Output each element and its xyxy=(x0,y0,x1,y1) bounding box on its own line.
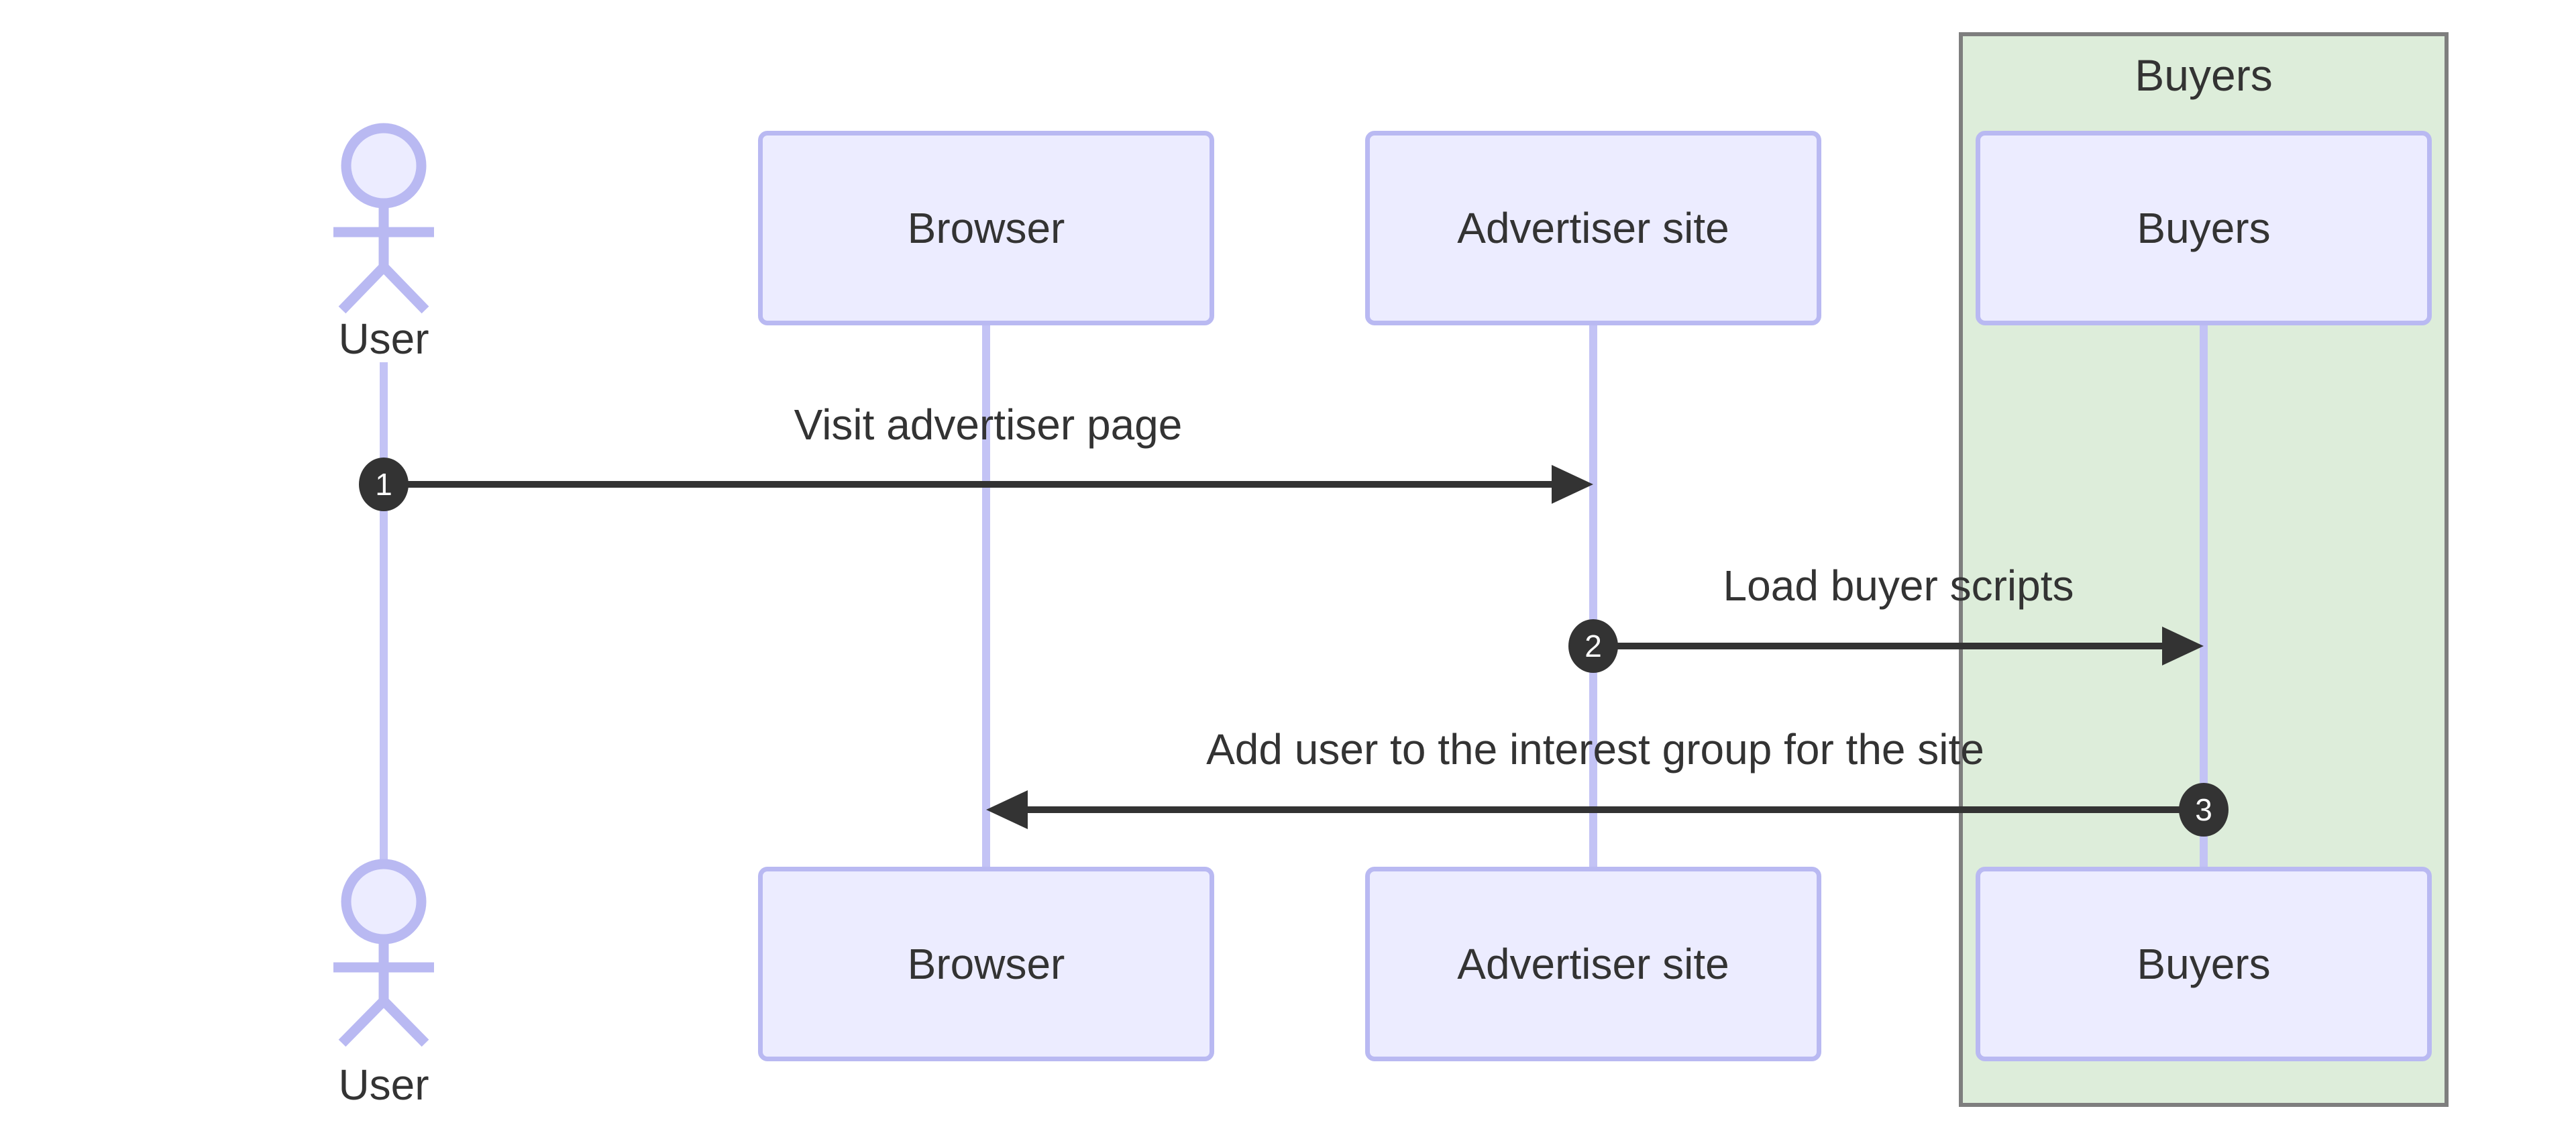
arrow-visit-advertiser-page xyxy=(384,465,1593,504)
participant-box-advertiser-bottom: Advertiser site xyxy=(1365,867,1821,1061)
participant-label: Browser xyxy=(907,940,1065,988)
actor-user-bottom-icon xyxy=(333,859,434,1047)
participant-box-buyers-bottom: Buyers xyxy=(1976,867,2432,1061)
sequence-number-badge-2: 2 xyxy=(1568,619,1618,673)
participant-label: Advertiser site xyxy=(1457,940,1729,988)
participant-label: Buyers xyxy=(2137,204,2271,252)
arrow-add-user-to-interest-group xyxy=(986,790,2204,829)
participant-box-advertiser-top: Advertiser site xyxy=(1365,131,1821,325)
participant-label: Advertiser site xyxy=(1457,204,1729,252)
participant-box-browser-top: Browser xyxy=(758,131,1214,325)
participant-box-buyers-top: Buyers xyxy=(1976,131,2432,325)
message-label-1: Visit advertiser page xyxy=(794,400,1183,449)
sequence-number-badge-3: 3 xyxy=(2179,783,2229,837)
participant-box-browser-bottom: Browser xyxy=(758,867,1214,1061)
sequence-number-badge-1: 1 xyxy=(359,458,409,511)
actor-label-user-top: User xyxy=(338,315,429,363)
sequence-number: 1 xyxy=(375,467,392,502)
message-label-2: Load buyer scripts xyxy=(1723,562,2074,610)
message-label-3: Add user to the interest group for the s… xyxy=(1206,725,1984,773)
sequence-number: 3 xyxy=(2195,792,2212,827)
sequence-number: 2 xyxy=(1585,629,1602,663)
actor-user-top-icon xyxy=(333,123,434,314)
arrow-load-buyer-scripts xyxy=(1593,627,2204,665)
participant-label: Browser xyxy=(907,204,1065,252)
buyers-group-title: Buyers xyxy=(2135,50,2273,100)
participant-label: Buyers xyxy=(2137,940,2271,988)
actor-label-user-bottom: User xyxy=(338,1061,429,1109)
